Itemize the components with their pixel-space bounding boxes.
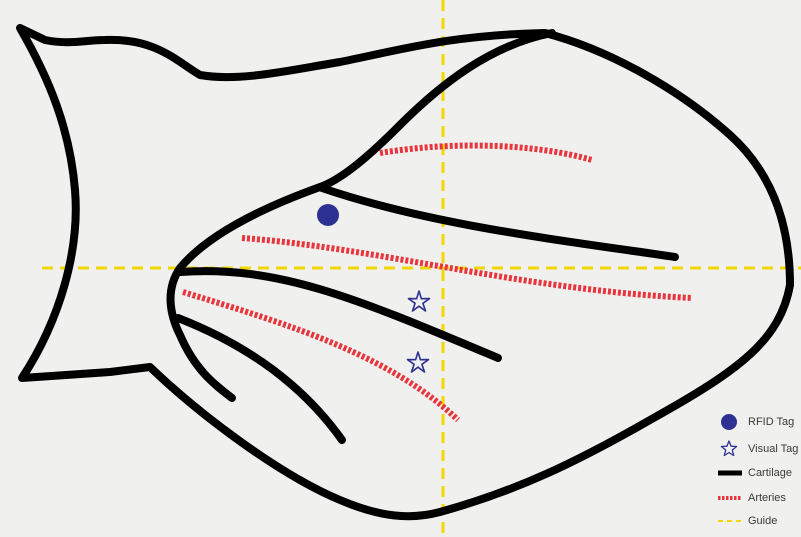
legend-item-arteries: Arteries: [718, 489, 786, 507]
thick-black-line-icon: [718, 464, 746, 482]
legend-label-cartilage: Cartilage: [748, 464, 792, 482]
rfid-tag-marker: [317, 204, 339, 226]
star-outline-icon: [718, 440, 746, 458]
ear-outline: [20, 28, 790, 516]
legend-item-cartilage: Cartilage: [718, 464, 792, 482]
visual-tag-marker-lower: [408, 352, 429, 372]
cartilage-ridge-top: [322, 188, 675, 257]
legend-label-guide: Guide: [748, 512, 777, 530]
filled-circle-icon: [718, 413, 746, 431]
red-dotted-line-icon: [718, 489, 746, 507]
legend-item-guide: Guide: [718, 512, 777, 530]
yellow-dashed-line-icon: [718, 512, 746, 530]
legend-item-visual: Visual Tag: [718, 440, 798, 458]
legend-item-rfid: RFID Tag: [718, 413, 794, 431]
legend-label-visual: Visual Tag: [748, 440, 798, 458]
artery-top: [380, 146, 592, 160]
legend-label-rfid: RFID Tag: [748, 413, 794, 431]
visual-tag-marker-upper: [409, 291, 430, 311]
legend-label-arteries: Arteries: [748, 489, 786, 507]
